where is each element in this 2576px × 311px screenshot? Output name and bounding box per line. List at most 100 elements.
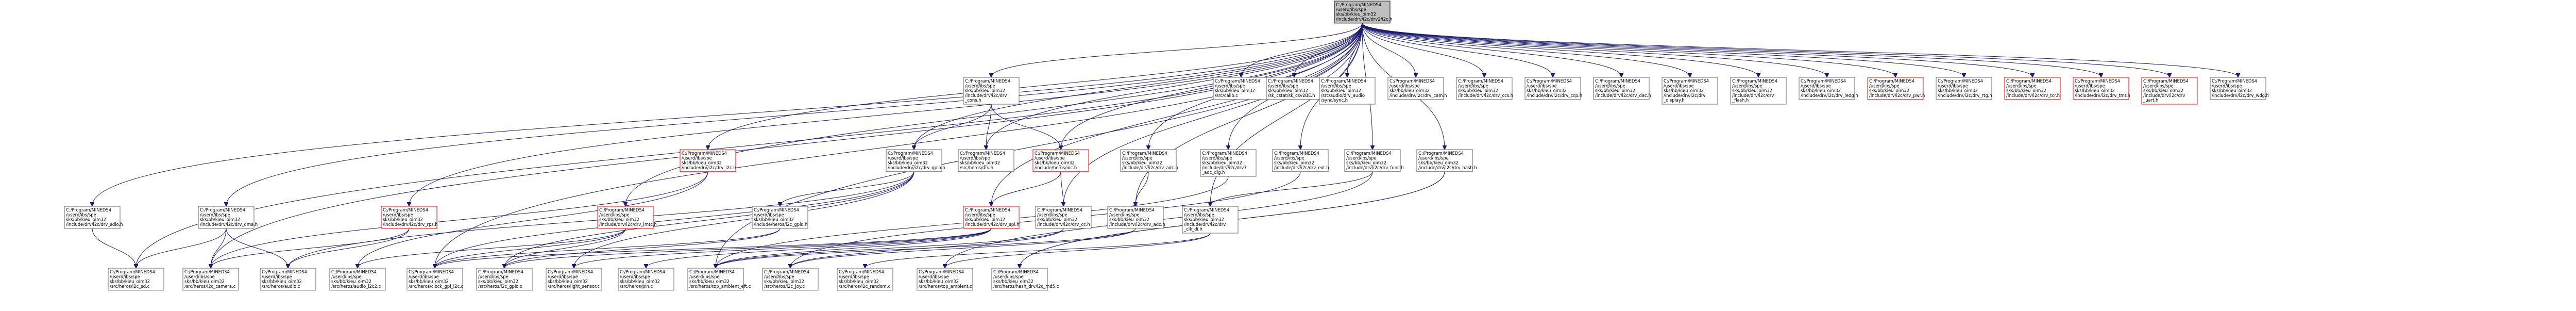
file-path-line: C:/Program/MINEDS4 (993, 269, 1039, 274)
file-path-line: /userd/ibs/spe (960, 155, 990, 160)
include-edge (226, 228, 288, 268)
file-path-line: /userd/ibs/spe (1801, 83, 1831, 88)
file-node[interactable]: C:/Program/MINEDS4/userd/ibs/spesks/bb/k… (476, 268, 533, 291)
file-path-line: sks/bb/kieu_oim32 (764, 279, 804, 284)
file-node[interactable]: C:/Program/MINEDS4/userd/ibs/spesks/bb/k… (1266, 77, 1323, 100)
file-node-box (1182, 206, 1239, 234)
file-node[interactable]: C:/Program/MINEDS4/userd/ibs/spesks/bb/k… (917, 268, 973, 291)
file-node-box (329, 268, 386, 291)
file-node-box (597, 206, 654, 229)
file-node[interactable]: C:/Program/MINEDS4/userd/ibs/spesks/bb/k… (618, 268, 674, 291)
file-node[interactable]: C:/Program/MINEDS4/userd/ibs/spesks/bb/k… (1593, 77, 1651, 100)
file-node[interactable]: C:/Program/MINEDS4/userd/ibs/spesks/bb/k… (597, 206, 657, 229)
file-node[interactable]: C:/Program/MINEDS4/userd/ibs/spesks/bb/k… (1035, 206, 1092, 229)
file-node[interactable]: C:/Program/MINEDS4/userd/ibs/spesks/bb/k… (1456, 77, 1513, 100)
file-node[interactable]: C:/Program/MINEDS4/userd/ibs/spesks/bb/k… (406, 268, 464, 291)
include-edge (708, 23, 1363, 149)
include-edge (409, 23, 1363, 206)
file-path-line: /include/drv/i2c/drv (1184, 222, 1226, 227)
file-path-line: C:/Program/MINEDS4 (689, 269, 735, 274)
file-node[interactable]: C:/Program/MINEDS4/userd/ibs/spesks/bb/k… (687, 268, 751, 291)
file-path-line: /sk_cstat/sk_csv2BE.h (1268, 93, 1315, 98)
root-header-node[interactable]: C:/Program/MINEDS4/userd/ibs/spesks/bb/k… (1334, 1, 1393, 24)
file-node[interactable]: C:/Program/MINEDS4/userd/ibs/spesks/bb/k… (1032, 149, 1089, 172)
file-path-line: C:/Program/MINEDS4 (1336, 2, 1381, 7)
file-node[interactable]: C:/Program/MINEDS4/userd/ibs/spesks/bb/k… (64, 206, 123, 229)
file-path-line: sks/bb/kieu_oim32 (1458, 88, 1498, 93)
file-node[interactable]: C:/Program/MINEDS4/userd/ibs/spesks/bb/k… (381, 206, 438, 229)
file-path-line: /src/heros/pin.c (620, 284, 653, 289)
file-path-line: /src/heros/top_ambient_eft.c (689, 284, 751, 289)
file-node[interactable]: C:/Program/MINEDS4/userd/ibs/spesks/bb/k… (1120, 149, 1178, 172)
file-path-line: /userd/ibs/spe (993, 274, 1024, 279)
file-node[interactable]: C:/Program/MINEDS4/userd/ibs/spesks/bb/k… (991, 268, 1059, 291)
file-path-line: /userd/ibs/spe (184, 274, 215, 279)
file-node[interactable]: C:/Program/MINEDS4/userd/ibs/spesks/bb/k… (108, 268, 164, 291)
file-node[interactable]: C:/Program/MINEDS4/userd/ibs/spesks/bb/k… (1416, 149, 1477, 172)
file-node[interactable]: C:/Program/MINEDS4/userd/ibs/spesks/bb/k… (1344, 149, 1404, 172)
include-edge (92, 228, 136, 268)
file-node[interactable]: C:/Program/MINEDS4/userd/ibs/spesks/bb/k… (2210, 77, 2269, 100)
include-edge (358, 171, 708, 268)
file-node[interactable]: C:/Program/MINEDS4/userd/ibs/spesks/bb/k… (329, 268, 386, 291)
file-path-line: C:/Program/MINEDS4 (548, 269, 593, 274)
file-node[interactable]: C:/Program/MINEDS4/userd/ibs/spesks/bb/k… (1107, 206, 1165, 229)
file-node[interactable]: C:/Program/MINEDS4/userd/ibs/spesks/bb/k… (958, 149, 1014, 172)
include-edge (1362, 23, 1416, 77)
file-path-line: sks/bb/kieu_oim32 (1215, 88, 1255, 93)
file-node[interactable]: C:/Program/MINEDS4/userd/ibs/spesks/bb/k… (963, 77, 1020, 105)
file-node[interactable]: C:/Program/MINEDS4/userd/ibs/spesks/bb/k… (1799, 77, 1858, 100)
include-edge (211, 23, 1363, 268)
file-node-box (1319, 77, 1376, 105)
file-path-line: sks/bb/kieu_oim32 (1527, 88, 1567, 93)
include-edge (435, 23, 1363, 268)
file-path-line: /userd/ibs/spe (331, 274, 362, 279)
file-node[interactable]: C:/Program/MINEDS4/userd/ibs/spesks/bb/k… (2141, 77, 2198, 105)
file-path-line: /include/drv/i2c/drv_wdg.h (2212, 93, 2269, 98)
file-node[interactable]: C:/Program/MINEDS4/userd/ibs/spesks/bb/k… (762, 268, 819, 291)
file-node[interactable]: C:/Program/MINEDS4/userd/ibs/spesks/bb/k… (198, 206, 258, 229)
file-node-box (917, 268, 973, 291)
file-path-line: C:/Program/MINEDS4 (2143, 78, 2189, 84)
file-path-line: C:/Program/MINEDS4 (1527, 78, 1572, 84)
file-node-box (1120, 149, 1177, 172)
file-path-line: /include/drv/i2c/drv_rtg.h (1938, 93, 1992, 98)
file-node[interactable]: C:/Program/MINEDS4/userd/ibs/spesks/bb/k… (1867, 77, 1925, 100)
file-path-line: C:/Program/MINEDS4 (682, 151, 727, 156)
file-path-line: /userd/ibs/spe (965, 212, 995, 217)
file-node-box (680, 149, 736, 172)
file-node[interactable]: C:/Program/MINEDS4/userd/ibs/spesks/bb/k… (963, 206, 1020, 229)
file-node[interactable]: C:/Program/MINEDS4/userd/ibs/spesks/bb/k… (837, 268, 893, 291)
file-path-line: /include/drv/i2c/drv_pwr.h (1869, 93, 1925, 98)
file-path-line: C:/Program/MINEDS4 (1346, 151, 1392, 156)
file-path-line: C:/Program/MINEDS4 (2075, 78, 2120, 84)
file-path-line: C:/Program/MINEDS4 (331, 269, 377, 274)
file-node[interactable]: C:/Program/MINEDS4/userd/ibs/spesks/bb/k… (1387, 77, 1447, 100)
file-node[interactable]: C:/Program/MINEDS4/userd/ibs/spesks/bb/k… (886, 149, 945, 172)
file-node-box (64, 206, 121, 229)
file-node-box (1272, 149, 1329, 172)
file-node[interactable]: C:/Program/MINEDS4/userd/ibs/spesks/bb/k… (1936, 77, 1992, 100)
file-node[interactable]: C:/Program/MINEDS4/userd/ibs/spesks/bb/k… (1319, 77, 1376, 105)
file-node[interactable]: C:/Program/MINEDS4/userd/ibs/spesks/bb/k… (260, 268, 316, 291)
file-path-line: C:/Program/MINEDS4 (754, 207, 799, 212)
file-node[interactable]: C:/Program/MINEDS4/userd/ibs/spesks/bb/k… (1272, 149, 1329, 172)
file-node[interactable]: C:/Program/MINEDS4/userd/ibs/spesks/bb/k… (1182, 206, 1239, 234)
file-path-line: sks/bb/kieu_oim32 (754, 217, 794, 222)
file-node[interactable]: C:/Program/MINEDS4/userd/ibs/spesks/bb/k… (182, 268, 239, 291)
file-node[interactable]: C:/Program/MINEDS4/userd/ibs/spesks/bb/k… (752, 206, 808, 229)
file-node[interactable]: C:/Program/MINEDS4/userd/ibs/spesks/bb/k… (546, 268, 602, 291)
include-edge (574, 171, 914, 268)
file-node[interactable]: C:/Program/MINEDS4/userd/ibs/spesks/bb/k… (1200, 149, 1257, 177)
file-path-line: /userd/ibs/spe (682, 155, 712, 160)
file-node[interactable]: C:/Program/MINEDS4/userd/ibs/spesks/bb/k… (1730, 77, 1787, 105)
file-node[interactable]: C:/Program/MINEDS4/userd/ibs/spesks/bb/k… (2004, 77, 2061, 100)
file-node[interactable]: C:/Program/MINEDS4/userd/ibs/spesks/bb/k… (2073, 77, 2130, 100)
file-node[interactable]: C:/Program/MINEDS4/userd/ibs/spesks/bb/k… (1524, 77, 1582, 100)
file-node[interactable]: C:/Program/MINEDS4/userd/ibs/spesks/bb/k… (680, 149, 736, 172)
file-path-line: C:/Program/MINEDS4 (1595, 78, 1640, 84)
include-edge (1210, 171, 1373, 206)
file-node[interactable]: C:/Program/MINEDS4/userd/ibs/spesks/bb/k… (1662, 77, 1718, 105)
file-node[interactable]: C:/Program/MINEDS4/userd/ibs/spesks/bb/k… (1213, 77, 1269, 100)
file-path-line: /include/drv/i2c/drv_tmr.h (2075, 93, 2130, 98)
